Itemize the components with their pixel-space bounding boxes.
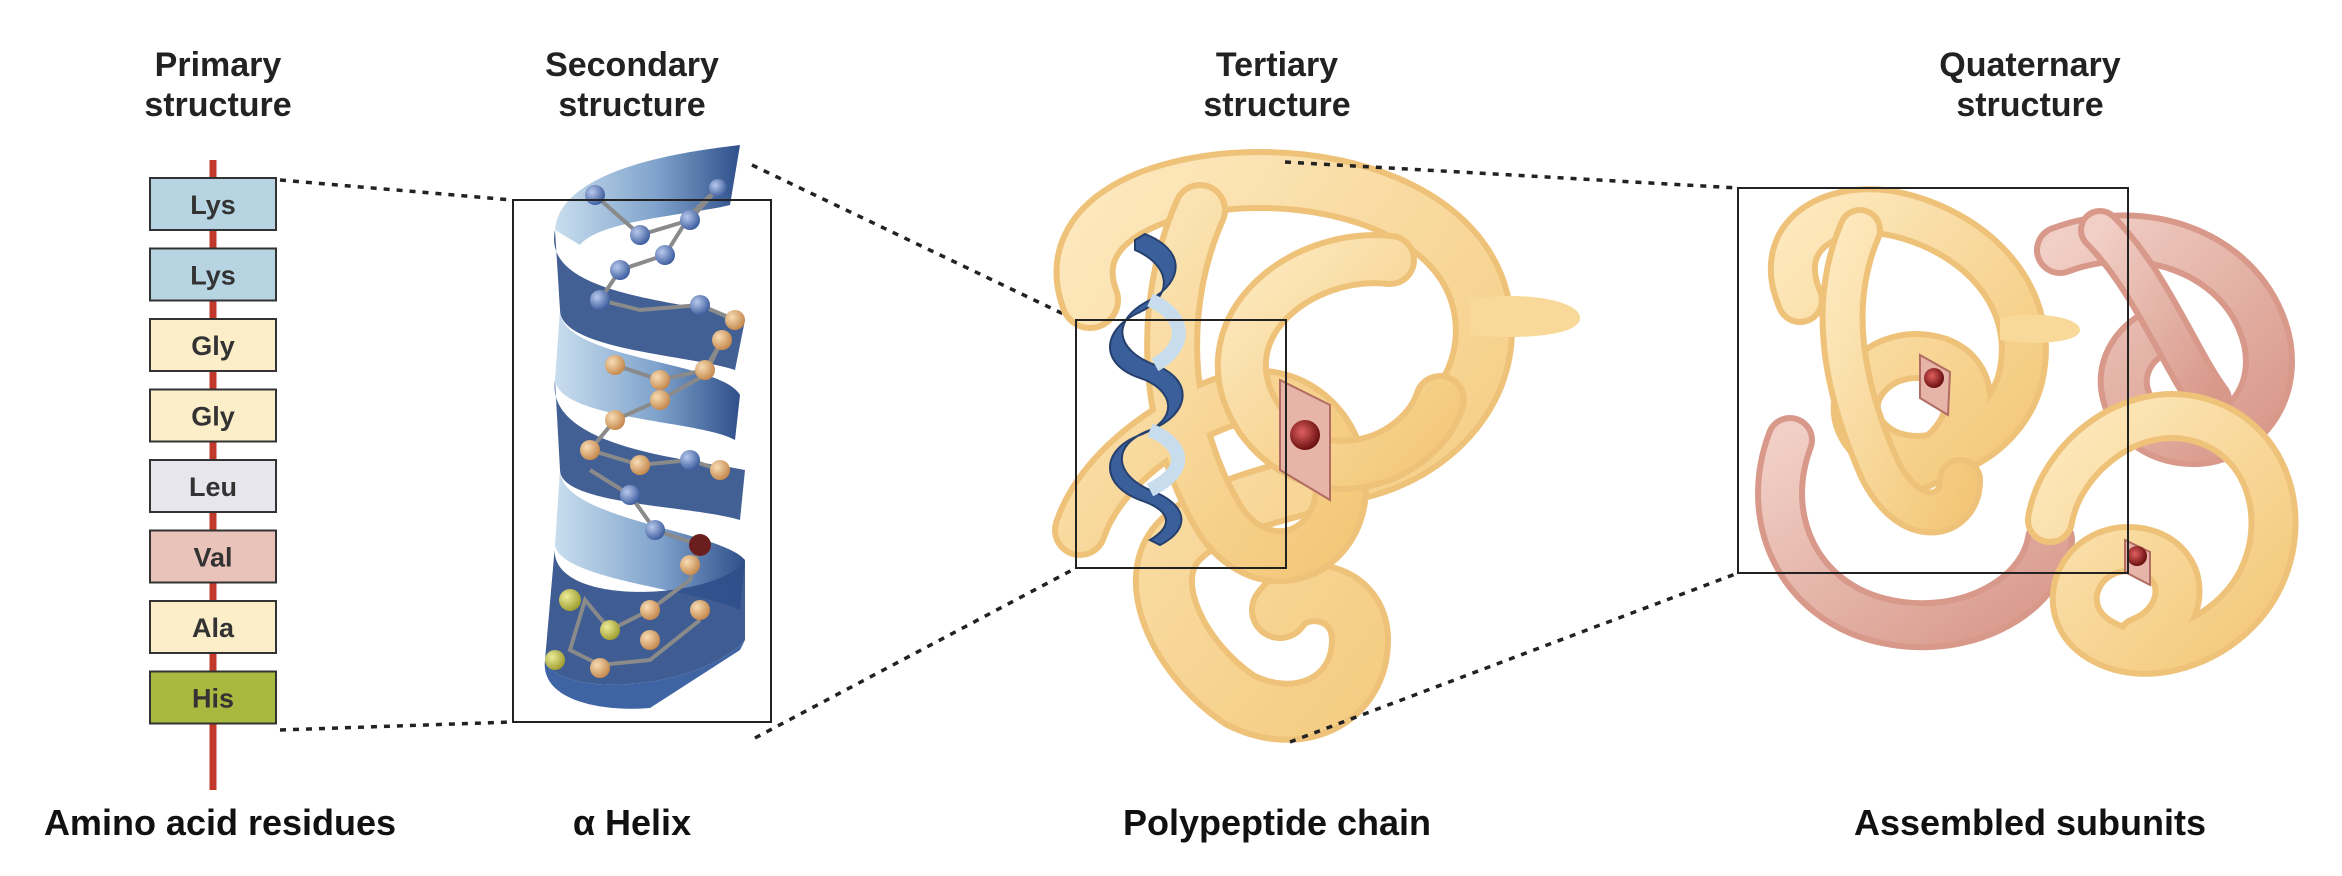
primary-title-line-1: Primary [154, 46, 282, 84]
tertiary-helix [1109, 232, 1186, 547]
pink-subunits [1755, 208, 2295, 651]
quaternary-structure-panel [1737, 186, 2299, 677]
helix-atoms [545, 179, 745, 678]
connector-tertiary-quaternary [1284, 160, 1739, 744]
tertiary-structure-title: Tertiary structure [1127, 45, 1427, 125]
secondary-caption: α Helix [572, 802, 692, 843]
secondary-zoom-frame [512, 199, 772, 723]
connector-primary-secondary [279, 178, 513, 732]
residue-box [149, 670, 277, 725]
tertiary-caption: Polypeptide chain [1122, 802, 1432, 843]
secondary-structure-title: Secondary structure [482, 45, 782, 125]
residue-box [149, 247, 277, 302]
quaternary-title-line-2: structure [1956, 86, 2104, 124]
quaternary-zoom-frame [1737, 187, 2129, 574]
quaternary-tail [2000, 314, 2080, 343]
secondary-structure-panel [512, 145, 772, 723]
tertiary-title-line-1: Tertiary [1215, 46, 1339, 84]
primary-caption: Amino acid residues [43, 802, 397, 843]
primary-title-line-2: structure [144, 86, 292, 124]
residue-label: Gly [191, 331, 235, 361]
tertiary-title-line-2: structure [1203, 86, 1351, 124]
residue-box [149, 177, 277, 231]
residue-box [149, 459, 277, 513]
residue-label: His [192, 684, 234, 714]
connector-secondary-tertiary [751, 163, 1077, 740]
primary-structure-title: Primary structure [68, 45, 368, 125]
quaternary-caption: Assembled subunits [1853, 802, 2207, 843]
tertiary-tail [1470, 296, 1580, 337]
residue-label: Gly [191, 402, 235, 432]
residue-box [149, 318, 277, 372]
tertiary-structure-panel [1052, 149, 1580, 743]
residue-label: Val [193, 543, 232, 573]
residue-label: Lys [190, 261, 236, 291]
residue-label: Ala [192, 613, 235, 643]
residue-label: Lys [190, 190, 236, 220]
residue-box [149, 600, 277, 654]
quaternary-structure-title: Quaternary structure [1880, 45, 2180, 125]
secondary-title-line-2: structure [558, 86, 706, 124]
residue-box [149, 529, 277, 584]
residue-label: Leu [189, 472, 237, 502]
secondary-title-line-1: Secondary [545, 46, 719, 84]
heme-group-2 [2124, 538, 2151, 587]
heme-group-1 [1919, 353, 1952, 417]
polypeptide-tube [1052, 149, 1515, 743]
heme-group [1279, 378, 1331, 502]
quaternary-title-line-1: Quaternary [1939, 46, 2121, 84]
residue-box [149, 388, 277, 443]
tertiary-zoom-frame [1075, 319, 1287, 569]
